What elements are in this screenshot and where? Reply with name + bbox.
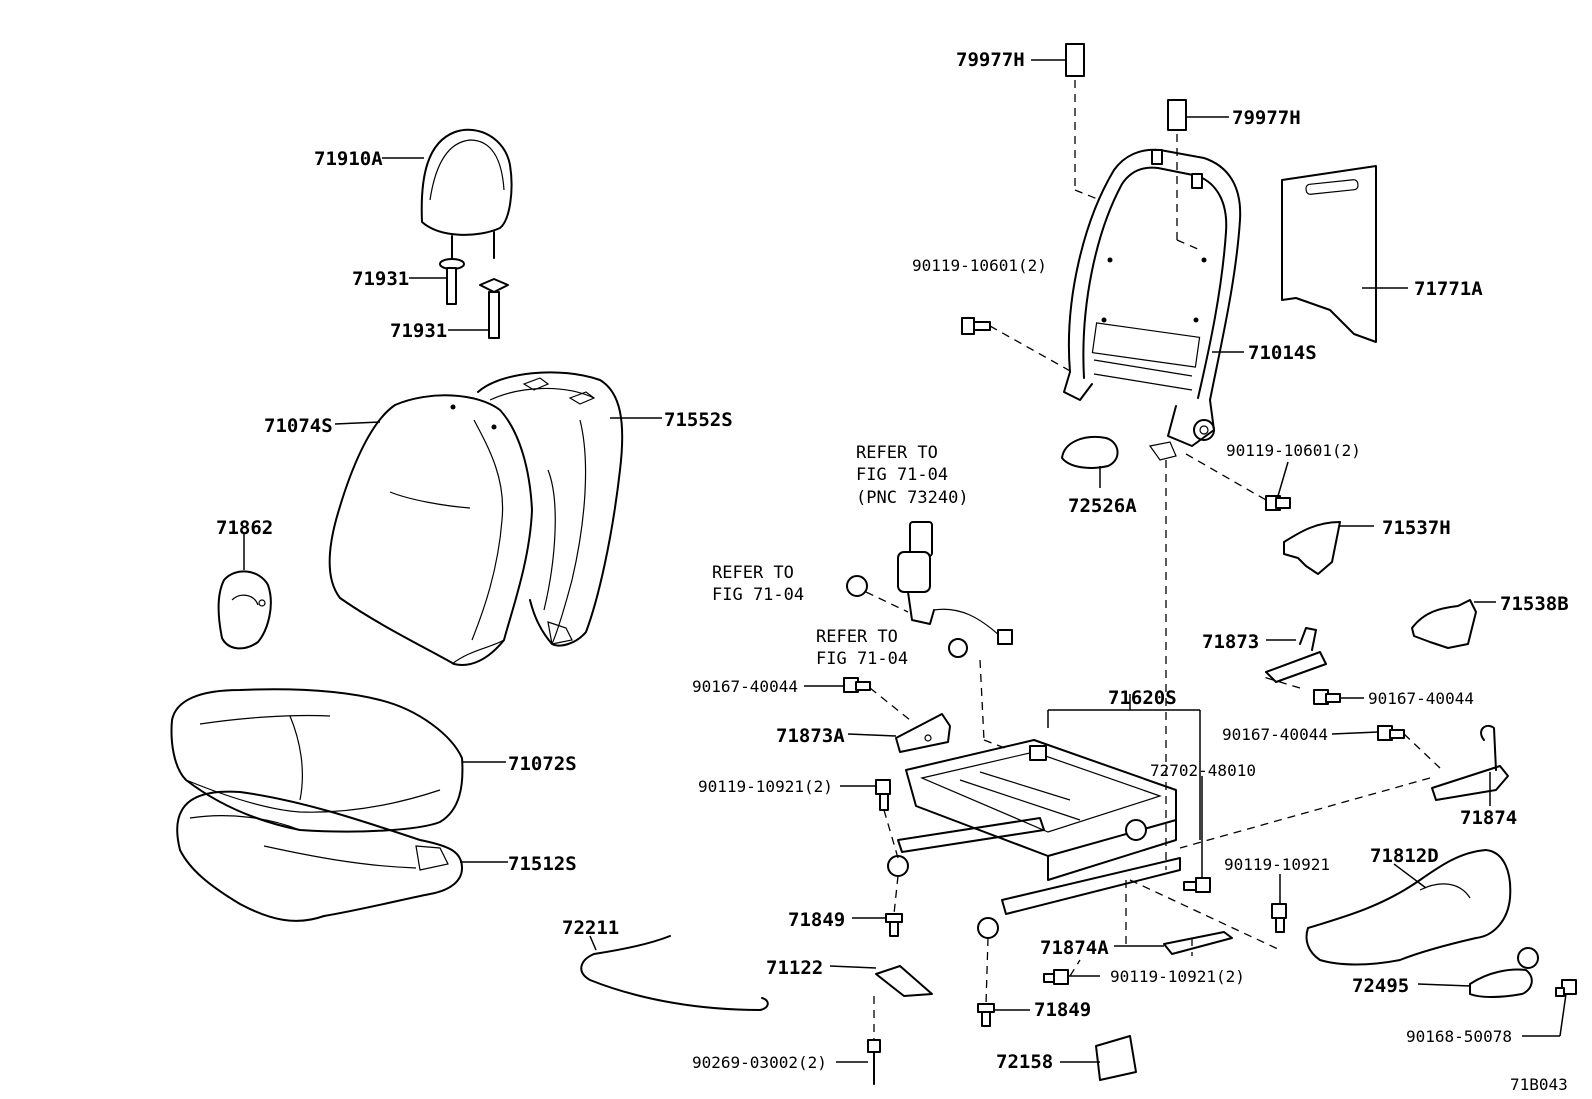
ref-note-1-line1: REFER TO (856, 443, 938, 463)
label-90119-10921-b: 90119-10921 (1224, 855, 1330, 874)
ref-note-2-line2: FIG 71-04 (712, 585, 804, 605)
label-79977h-a: 79977H (956, 49, 1025, 71)
cover-drawing-72158 (1095, 1035, 1137, 1081)
bolt-drawing-90119-10601-b (1265, 495, 1291, 511)
label-71620s: 71620S (1108, 687, 1177, 709)
label-90167-40044-c: 90167-40044 (1222, 725, 1328, 744)
label-72526a: 72526A (1068, 495, 1137, 517)
label-90119-10921-c: 90119-10921(2) (1110, 967, 1245, 986)
label-71074s: 71074S (264, 415, 333, 437)
headrest-guide-drawing-a (439, 258, 465, 305)
label-71874: 71874 (1460, 807, 1517, 829)
label-71122: 71122 (766, 957, 823, 979)
diagram-code: 71B043 (1510, 1075, 1568, 1094)
label-90119-10921-a: 90119-10921(2) (698, 777, 833, 796)
bolt-drawing-72702-48010 (1183, 877, 1211, 893)
label-71874a: 71874A (1040, 937, 1109, 959)
seat-belt-buckle-drawing (897, 521, 1013, 645)
lever-drawing (1469, 947, 1539, 998)
seatback-frame-drawing (1063, 148, 1242, 461)
ref-note-1-line2: FIG 71-04 (856, 465, 948, 485)
bracket-drawing-71873a (895, 713, 951, 753)
label-90269-03002: 90269-03002(2) (692, 1053, 827, 1072)
ref-note-1-line3: (PNC 73240) (856, 488, 969, 508)
ref-note-2-line1: REFER TO (712, 563, 794, 583)
label-71873a: 71873A (776, 725, 845, 747)
label-90167-40044-a: 90167-40044 (692, 677, 798, 696)
label-79977h-b: 79977H (1232, 107, 1301, 129)
label-71771a: 71771A (1414, 278, 1483, 300)
seatback-pad-drawing (477, 371, 624, 647)
bracket-drawing-71873 (1265, 627, 1327, 683)
label-71537h: 71537H (1382, 517, 1451, 539)
label-90119-10601-b: 90119-10601(2) (1226, 441, 1361, 460)
label-72158: 72158 (996, 1051, 1053, 1073)
ref-note-3-line2: FIG 71-04 (816, 649, 908, 669)
cushion-pad-drawing (176, 790, 463, 922)
label-90119-10601-a: 90119-10601(2) (912, 256, 1047, 275)
bracket-drawing-71874 (1431, 724, 1509, 801)
bolt-drawing-90119-10921-a (875, 779, 891, 811)
bolt-drawing-90119-10921-b (1271, 903, 1287, 933)
seat-adjuster-drawing (887, 739, 1181, 939)
label-72495: 72495 (1352, 975, 1409, 997)
label-sticker-drawing-b (1167, 99, 1187, 131)
label-71910a: 71910A (314, 148, 383, 170)
screw-drawing-90168-50078 (1555, 979, 1577, 997)
label-72702-48010: 72702-48010 (1150, 761, 1256, 780)
bolt-drawing-90167-40044-b (1313, 689, 1341, 705)
label-71862: 71862 (216, 517, 273, 539)
headrest-drawing (420, 128, 513, 265)
recliner-knob-drawing (1061, 436, 1119, 469)
bolt-drawing-90167-40044-a (843, 677, 871, 693)
label-90168-50078: 90168-50078 (1406, 1027, 1512, 1046)
grommet-drawing-a (846, 575, 868, 597)
label-71873: 71873 (1202, 631, 1259, 653)
pin-drawing-71849-a (885, 913, 903, 937)
label-71812d: 71812D (1370, 845, 1439, 867)
pin-drawing-71849-b (977, 1003, 995, 1027)
label-71849-b: 71849 (1034, 999, 1091, 1021)
label-71538b: 71538B (1500, 593, 1569, 615)
label-sticker-drawing-a (1065, 43, 1085, 77)
recliner-cover-drawing-71537h (1283, 521, 1341, 575)
headrest-guide-drawing-b (479, 278, 509, 339)
label-71931-b: 71931 (390, 320, 447, 342)
bolt-drawing-90167-40044-c (1377, 725, 1405, 741)
label-71512s: 71512S (508, 853, 577, 875)
cushion-cover-drawing (170, 688, 464, 833)
label-90167-40044-b: 90167-40044 (1368, 689, 1474, 708)
assembly-dashed-lines (865, 80, 1441, 1040)
label-71014s: 71014S (1248, 342, 1317, 364)
recliner-cover-drawing-71538b (1411, 599, 1477, 649)
label-72211: 72211 (562, 917, 619, 939)
ref-note-3-line1: REFER TO (816, 627, 898, 647)
wire-drawing (580, 935, 769, 1011)
back-board-drawing (1281, 165, 1377, 343)
bracket-drawing-71122 (875, 965, 933, 997)
side-shield-drawing (1305, 849, 1512, 966)
label-71931-a: 71931 (352, 268, 409, 290)
label-71552s: 71552S (664, 409, 733, 431)
side-cover-drawing (217, 570, 272, 650)
seatback-cover-drawing (328, 394, 533, 666)
label-71072s: 71072S (508, 753, 577, 775)
bolt-drawing-90119-10921-c (1043, 969, 1069, 985)
label-71849-a: 71849 (788, 909, 845, 931)
leader-lines (243, 59, 1567, 1063)
bolt-drawing-90119-10601-a (961, 317, 991, 335)
grommet-drawing-b (948, 638, 968, 658)
screw-drawing-90269-03002 (867, 1039, 881, 1085)
bracket-drawing-71874a (1163, 931, 1233, 955)
